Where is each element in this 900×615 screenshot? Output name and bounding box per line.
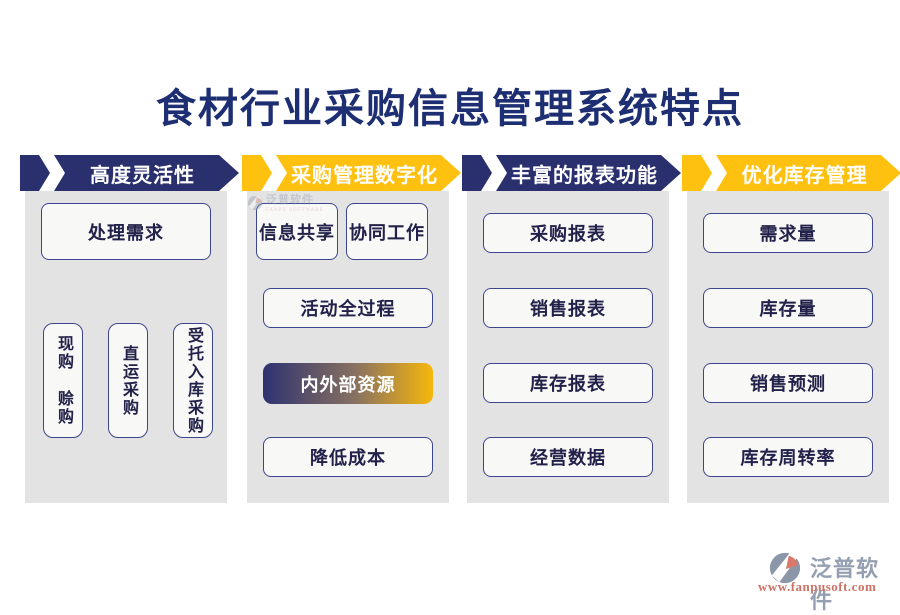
column-panel: 采购报表 销售报表 库存报表 经营数据 [467, 191, 669, 503]
column-panel: 处理需求 现购 赊购 直运采购 受托入库采购 [25, 191, 227, 503]
column-panel: 信息共享 协同工作 活动全过程 内外部资源 降低成本 [247, 191, 449, 503]
feature-box-inventory-report: 库存报表 [483, 363, 653, 403]
column-reports: 丰富的报表功能 采购报表 销售报表 库存报表 经营数据 [462, 155, 681, 505]
chevron-arrow-icon [20, 155, 50, 191]
feature-box-demand-qty: 需求量 [703, 213, 873, 253]
column-header-label: 高度灵活性 [54, 155, 239, 191]
column-panel: 需求量 库存量 销售预测 库存周转率 [687, 191, 889, 503]
chevron-arrow-icon [682, 155, 712, 191]
column-header-banner: 优化库存管理 [682, 155, 900, 191]
column-header-banner: 采购管理数字化 [242, 155, 461, 191]
feature-box-collaboration: 协同工作 [346, 203, 428, 260]
feature-box-sales-forecast: 销售预测 [703, 363, 873, 403]
feature-box-demand: 处理需求 [41, 203, 211, 260]
column-header-label: 丰富的报表功能 [496, 155, 681, 191]
feature-box-stock-qty: 库存量 [703, 288, 873, 328]
column-header-banner: 丰富的报表功能 [462, 155, 681, 191]
column-header-banner: 高度灵活性 [20, 155, 239, 191]
feature-box-cash-credit: 现购 赊购 [43, 323, 83, 438]
column-digitalization: 采购管理数字化 信息共享 协同工作 活动全过程 内外部资源 降低成本 [242, 155, 461, 505]
feature-box-full-process: 活动全过程 [263, 288, 433, 328]
feature-box-resources-highlight: 内外部资源 [263, 363, 433, 404]
feature-box-purchase-report: 采购报表 [483, 213, 653, 253]
chevron-arrow-icon [242, 155, 272, 191]
column-flexibility: 高度灵活性 处理需求 现购 赊购 直运采购 受托入库采购 [20, 155, 239, 505]
page-title: 食材行业采购信息管理系统特点 [156, 86, 744, 131]
feature-box-cost-reduction: 降低成本 [263, 437, 433, 477]
column-header-label: 优化库存管理 [716, 155, 900, 191]
feature-box-info-share: 信息共享 [256, 203, 338, 260]
fanpu-logo-icon [769, 551, 801, 584]
column-header-label: 采购管理数字化 [276, 155, 461, 191]
footer-brand-logo: 泛普软件 www.fanpusoft.com [758, 549, 898, 613]
chevron-arrow-icon [462, 155, 492, 191]
feature-box-turnover-rate: 库存周转率 [703, 437, 873, 477]
footer-url-text: www.fanpusoft.com [758, 579, 877, 594]
feature-box-business-data: 经营数据 [483, 437, 653, 477]
feature-box-sales-report: 销售报表 [483, 288, 653, 328]
feature-box-direct-ship: 直运采购 [108, 323, 148, 438]
feature-box-entrusted: 受托入库采购 [173, 323, 213, 438]
column-inventory: 优化库存管理 需求量 库存量 销售预测 库存周转率 [682, 155, 900, 505]
